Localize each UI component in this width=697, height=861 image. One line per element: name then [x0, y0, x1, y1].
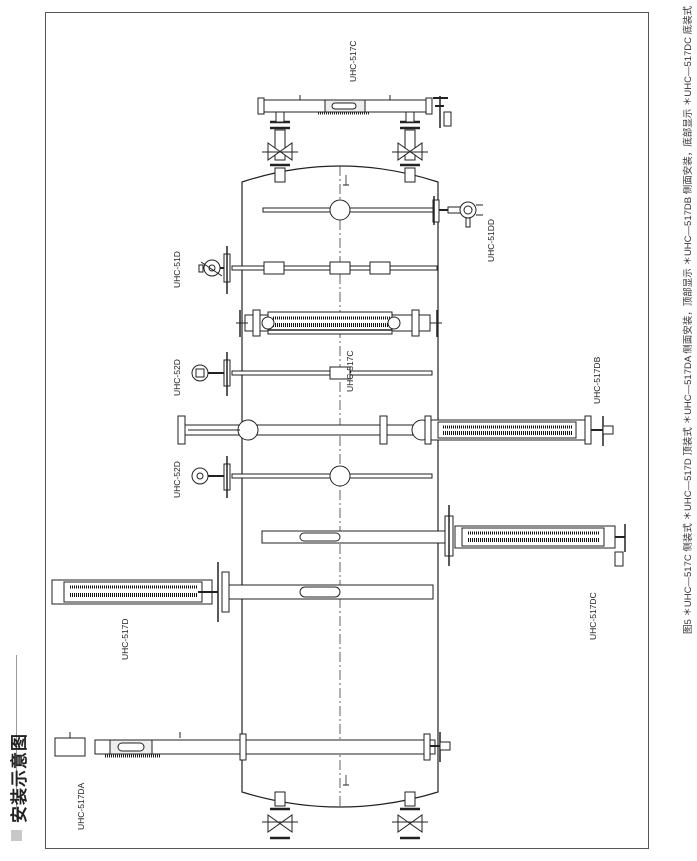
float-rod-uhc-51dd	[262, 196, 483, 228]
bottom-nozzle-left	[262, 791, 298, 840]
label-uhc-517c-mid: UHC-517C	[345, 350, 355, 392]
diagram-frame	[45, 12, 649, 849]
gauge-uhc-517dc	[261, 505, 626, 567]
label-uhc-51dd: UHC-51DD	[486, 219, 496, 262]
label-uhc-517d: UHC-517D	[120, 618, 130, 660]
label-uhc-51d: UHC-51D	[172, 251, 182, 288]
section-header: 安装示意图	[0, 0, 40, 861]
float-rod-uhc-52d-upper	[191, 352, 433, 396]
gauge-uhc-517db	[177, 415, 614, 446]
float-rod-uhc-51d	[198, 246, 438, 294]
gauge-uhc-517da	[54, 732, 451, 762]
top-nozzle-left	[262, 99, 298, 183]
gauge-uhc-517c-top	[257, 95, 452, 128]
label-uhc-52d-lower: UHC-52D	[172, 461, 182, 498]
title-marker	[11, 830, 22, 841]
label-uhc-517da: UHC-517DA	[76, 782, 86, 830]
label-uhc-517db: UHC-517DB	[592, 356, 602, 404]
gauge-uhc-517c-mid	[236, 309, 442, 337]
float-rod-uhc-52d-lower	[191, 456, 433, 498]
label-uhc-517dc: UHC-517DC	[588, 592, 598, 640]
label-uhc-517c-top: UHC-517C	[348, 40, 358, 82]
gauge-uhc-517d	[51, 562, 434, 622]
title-rule	[16, 655, 17, 820]
bottom-nozzle-right	[392, 791, 428, 840]
label-uhc-52d-upper: UHC-52D	[172, 359, 182, 396]
